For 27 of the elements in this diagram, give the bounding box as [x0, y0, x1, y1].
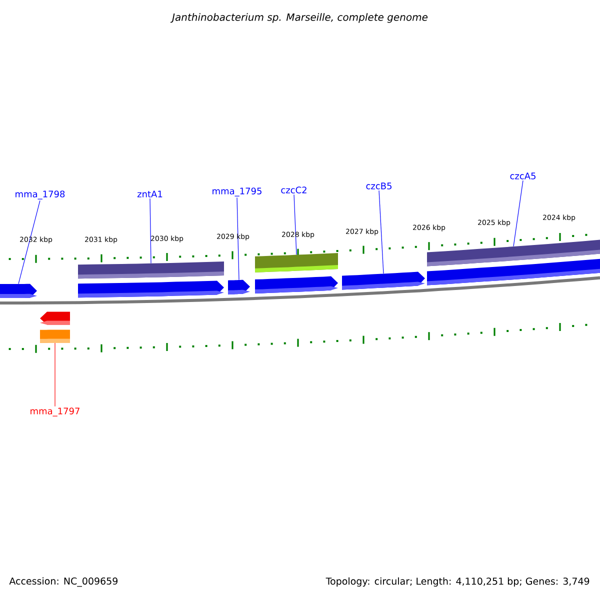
gene-bar [40, 330, 70, 343]
gene-feature [342, 272, 425, 290]
gene-label: czcA5 [510, 172, 536, 180]
gene-label: mma_1797 [30, 408, 80, 416]
leader-line [378, 190, 384, 274]
gene-feature [40, 312, 70, 325]
leader-line [54, 342, 56, 407]
accession-text: Accession: NC_009659 [9, 577, 118, 587]
gene-label: zntA1 [137, 190, 162, 198]
gene-label: czcB5 [366, 182, 392, 190]
gene-feature [78, 280, 224, 298]
gene-bar [255, 253, 338, 272]
leader-line [513, 180, 524, 247]
gene-bar [78, 262, 224, 279]
leader-line [294, 194, 297, 255]
genome-info-text: Topology: circular; Length: 4,110,251 bp; Genes: 3,749 [326, 577, 590, 587]
gene-label: mma_1798 [16, 190, 65, 200]
gene-feature [0, 284, 37, 298]
leader-line [150, 198, 152, 264]
gene-label: mma_1795 [212, 188, 262, 196]
gene-feature [427, 258, 600, 286]
leader-line [18, 200, 40, 284]
gene-label: czcC2 [281, 186, 306, 194]
title: Janthinobacterium sp. Marseille, complete genome [170, 13, 428, 23]
gene-feature [228, 280, 250, 294]
leader-line [236, 197, 240, 280]
gene-feature [255, 276, 338, 294]
